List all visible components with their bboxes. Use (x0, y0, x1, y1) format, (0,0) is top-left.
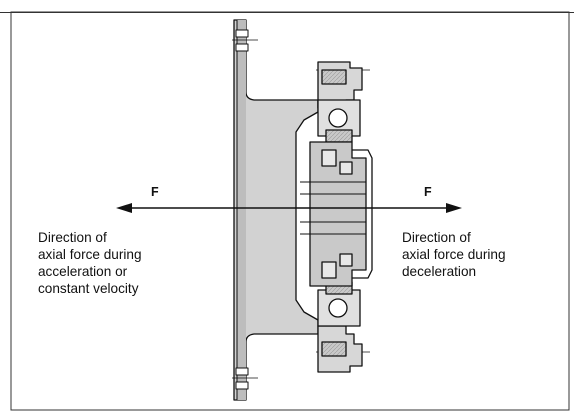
force-label-left: F (151, 185, 159, 199)
force-label-right: F (424, 185, 432, 199)
flange-plate (233, 19, 319, 401)
right-description: Direction of axial force during decelera… (402, 229, 506, 280)
flange-bolts-bottom (235, 367, 249, 390)
hub-assembly (232, 19, 373, 401)
arrow-left-head (116, 203, 132, 213)
housing-bottom-detail (321, 341, 347, 357)
right-description-line-1: Direction of (402, 230, 471, 245)
left-description-line-3: acceleration or (38, 264, 128, 279)
inner-hub (309, 141, 367, 287)
housing-top-detail (321, 69, 347, 85)
right-description-line-2: axial force during (402, 247, 506, 262)
left-description-line-4: constant velocity (38, 281, 139, 296)
left-description: Direction of axial force during accelera… (38, 229, 142, 297)
hub-bore-lines (300, 181, 366, 235)
end-cap (352, 149, 373, 279)
flange-face (237, 20, 246, 400)
bearing-bottom (317, 281, 361, 327)
arrow-right-head (446, 203, 462, 213)
hub-inner-parts (321, 149, 353, 279)
right-description-line-3: deceleration (402, 264, 477, 279)
flange-bolts-top (235, 29, 249, 52)
left-description-line-1: Direction of (38, 230, 107, 245)
left-description-line-2: axial force during (38, 247, 142, 262)
force-axis (116, 203, 462, 213)
bearing-top (317, 99, 361, 143)
